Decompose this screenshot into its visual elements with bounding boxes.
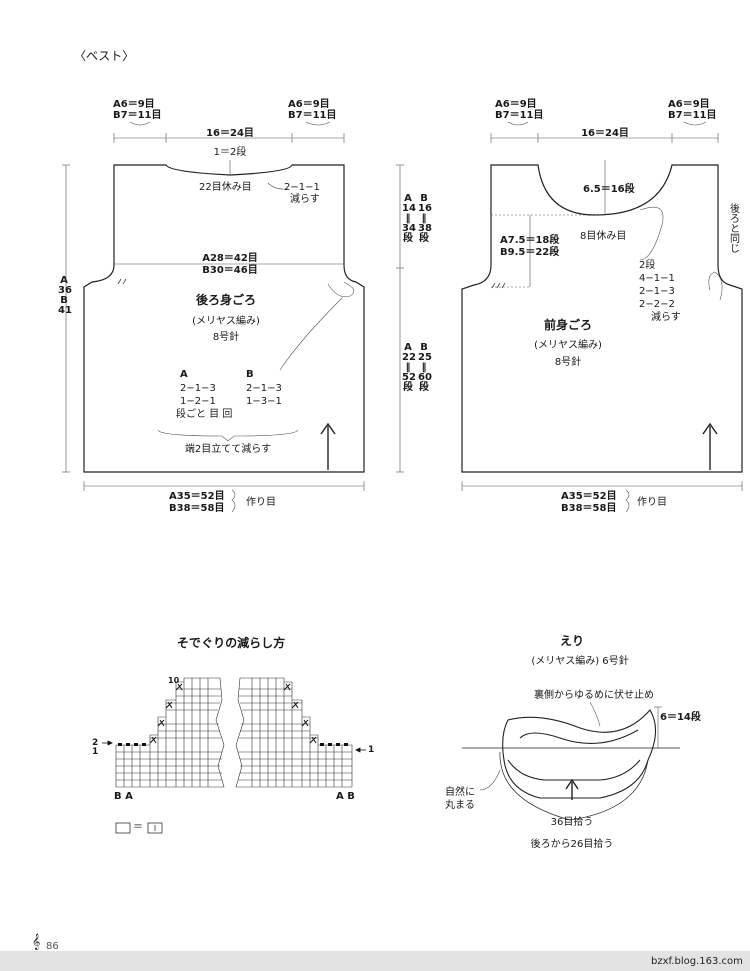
back-top-right-a: A6＝9目 [288,99,330,110]
front-top-right-a: A6＝9目 [668,99,710,110]
back-dec-note: 端2目立てて減らす [184,444,272,455]
collar-pickup-back: 後ろから26目拾う [530,839,614,850]
back-bust-b: B30＝46目 [202,265,258,276]
front-piece-name: 前身ごろ [543,318,593,332]
back-dec-b-label: B [246,369,254,380]
chart-right-label: A B [336,791,355,802]
back-neck-rows: 1＝2段 [213,147,247,158]
back-dec-unit: 段ごと 目 回 [176,409,233,420]
back-neck-dec-1: 2−1−1 [284,182,320,193]
front-depth-b: B9.5＝22段 [500,247,560,258]
back-bottom-b: B38＝58目 [169,503,225,514]
front-shoulder-note: 後ろと同じ [730,204,740,255]
front-neck-rest: 8目休み目 [580,231,627,242]
front-depth-a: A7.5＝18段 [500,235,560,246]
chart-left-label: B A [114,791,133,802]
back-top-left-b: B7＝11目 [113,110,162,121]
back-cast-on: 作り目 [246,497,276,508]
page-title: 〈ベスト〉 [74,49,135,63]
chart-row-1-right: 1 [368,745,375,755]
armhole-chart-grid [115,677,353,788]
chart-row-1-left: 1 [92,747,99,757]
back-top-left-a: A6＝9目 [113,99,155,110]
front-needle: 8号針 [554,357,582,368]
front-neck-dec-2: 4−1−1 [639,273,675,284]
back-piece-name: 後ろ身ごろ [195,293,257,307]
armhole-chart-title: そでぐりの減らし方 [176,636,286,650]
page-number: 86 [46,941,59,952]
front-bottom-b: B38＝58目 [561,503,617,514]
clef-icon: 𝄞 [32,934,41,950]
back-stitch: (メリヤス編み) [192,316,260,327]
footer-bar [0,951,750,971]
back-dec-a-1: 2−1−3 [180,383,216,394]
watermark: bzxf.blog.163.com [651,956,743,967]
back-dec-a-2: 1−2−1 [180,396,216,407]
front-neck-width: 16＝24目 [581,128,629,139]
front-neck-dec-1: 2段 [639,260,656,271]
chart-legend-equals: ＝ [133,822,143,833]
collar-height: 6＝14段 [660,712,701,723]
collar-bind-off: 裏側からゆるめに伏せ止め [534,690,654,701]
back-dec-a-label: A [180,369,188,380]
front-stitch: (メリヤス編み) [534,340,602,351]
collar-curl-1: 自然に [445,787,475,798]
back-dec-b-2: 1−3−1 [246,396,282,407]
front-cast-on: 作り目 [637,497,667,508]
front-top-right-b: B7＝11目 [668,110,717,121]
collar-drawing [462,709,680,821]
front-top-left-b: B7＝11目 [495,110,544,121]
collar-title: えり [559,634,585,648]
front-bottom-a: A35＝52目 [561,491,617,502]
back-neck-rest: 22目休み目 [199,182,252,193]
back-needle: 8号針 [212,332,240,343]
back-neck-width: 16＝24目 [206,128,254,139]
back-bottom-a: A35＝52目 [169,491,225,502]
back-dec-b-1: 2−1−3 [246,383,282,394]
front-neck-dec-3: 2−1−3 [639,286,675,297]
front-body-outline [461,164,743,473]
front-top-left-a: A6＝9目 [495,99,537,110]
back-neck-dec-2: 減らす [290,194,320,205]
back-body-outline [83,164,365,473]
collar-pickup-front: 36目拾う [550,817,594,828]
chart-row-10: 10 [168,676,180,685]
front-neck-dec-5: 減らす [651,312,681,323]
collar-curl-2: 丸まる [445,800,475,811]
chart-row-2: 2 [92,738,99,748]
back-bust-a: A28＝42目 [202,253,258,264]
front-neck-dec-4: 2−2−2 [639,299,675,310]
front-neck-depth: 6.5＝16段 [583,184,635,195]
back-top-right-b: B7＝11目 [288,110,337,121]
collar-subtitle: (メリヤス編み) 6号針 [531,656,629,667]
